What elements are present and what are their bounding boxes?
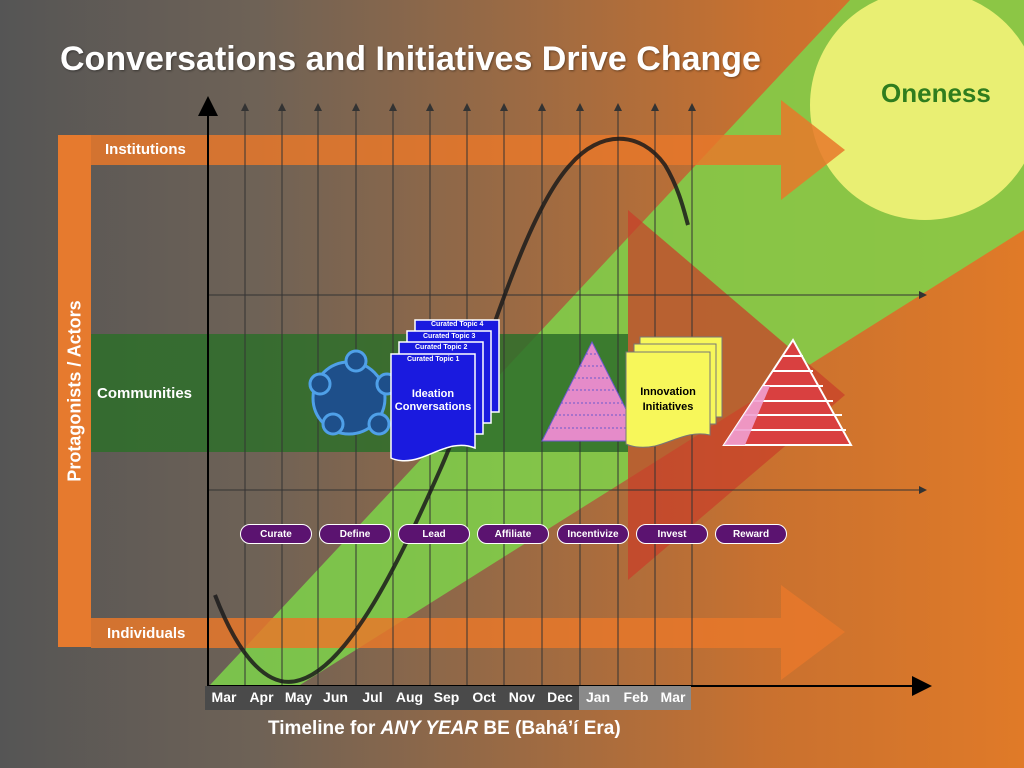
individuals-band bbox=[91, 618, 781, 648]
month-label: Dec bbox=[541, 686, 579, 710]
red-pyramid bbox=[722, 338, 853, 446]
vertical-gridlines bbox=[241, 103, 696, 686]
institutions-band bbox=[91, 135, 781, 165]
month-label: Sep bbox=[428, 686, 465, 710]
month-label: Jan bbox=[579, 686, 617, 710]
red-arrow bbox=[628, 210, 845, 580]
topic-tab-3: Curated Topic 3 bbox=[423, 333, 476, 340]
month-label: Apr bbox=[243, 686, 280, 710]
month-label: Jul bbox=[354, 686, 391, 710]
oneness-label: Oneness bbox=[881, 78, 991, 108]
month-label: Oct bbox=[465, 686, 503, 710]
ideation-label-line1: Ideation bbox=[411, 388, 455, 400]
horizontal-gridlines bbox=[208, 291, 927, 494]
action-invest: Invest bbox=[636, 524, 708, 544]
individuals-arrowhead bbox=[781, 585, 845, 680]
initiatives-label: Innovation Initiatives bbox=[626, 385, 710, 415]
month-label: Jun bbox=[317, 686, 354, 710]
communities-label: Communities bbox=[97, 385, 193, 402]
community-network-icon bbox=[308, 349, 399, 436]
timeline-prefix: Timeline for bbox=[268, 718, 376, 739]
institutions-label: Institutions bbox=[105, 141, 186, 158]
individuals-label: Individuals bbox=[107, 625, 186, 642]
slide-title: Conversations and Initiatives Drive Chan… bbox=[60, 40, 761, 78]
ideation-label-line2: Conversations bbox=[394, 401, 472, 413]
month-label: Feb bbox=[617, 686, 655, 710]
oneness-circle bbox=[810, 0, 1024, 220]
action-lead: Lead bbox=[398, 524, 470, 544]
topic-tab-4: Curated Topic 4 bbox=[431, 321, 484, 328]
timeline-caption: Timeline for ANY YEAR BE (Bahá’í Era) bbox=[268, 718, 621, 740]
timeline-suffix: BE (Bahá’í Era) bbox=[483, 718, 621, 739]
initiatives-label-line1: Innovation bbox=[640, 386, 696, 398]
vertical-axis-text: Protagonists / Actors bbox=[64, 300, 84, 482]
month-label: Aug bbox=[391, 686, 428, 710]
institutions-arrowhead bbox=[781, 100, 845, 200]
topic-tab-1: Curated Topic 1 bbox=[407, 356, 460, 363]
initiatives-label-line2: Initiatives bbox=[642, 401, 694, 413]
topic-tab-2: Curated Topic 2 bbox=[415, 344, 468, 351]
action-affiliate: Affiliate bbox=[477, 524, 549, 544]
protagonists-axis-label: Protagonists / Actors bbox=[58, 135, 91, 647]
innovation-notes-stack bbox=[625, 336, 723, 448]
action-curate: Curate bbox=[240, 524, 312, 544]
timeline-emphasis: ANY YEAR bbox=[380, 718, 479, 739]
month-label: Mar bbox=[205, 686, 243, 710]
month-label: Mar bbox=[655, 686, 691, 710]
month-label: May bbox=[280, 686, 317, 710]
ideation-document-stack bbox=[390, 319, 500, 462]
ideation-label: Ideation Conversations bbox=[391, 388, 475, 414]
action-define: Define bbox=[319, 524, 391, 544]
pink-pyramid bbox=[541, 340, 643, 442]
action-incentivize: Incentivize bbox=[557, 524, 629, 544]
month-label: Nov bbox=[503, 686, 541, 710]
action-reward: Reward bbox=[715, 524, 787, 544]
